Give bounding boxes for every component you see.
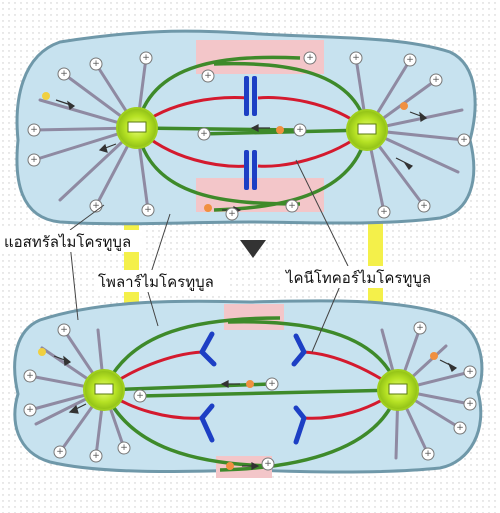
top-chromosome-2b bbox=[252, 150, 257, 190]
top-chromosome-1 bbox=[244, 76, 249, 116]
bottom-left-pole bbox=[83, 369, 125, 411]
plus-end-icon: + bbox=[92, 201, 100, 211]
label-polar-microtubule: โพลาร์ไมโครทูบูล bbox=[98, 273, 214, 291]
chromatid-left-lower bbox=[199, 403, 215, 443]
label-bg-astral bbox=[2, 230, 142, 252]
top-chromosome-1b bbox=[252, 76, 257, 116]
bottom-motor-proteins bbox=[38, 348, 438, 470]
plus-end-icon: + bbox=[60, 69, 68, 79]
top-chromosome-2 bbox=[244, 150, 249, 190]
plus-end-icon: + bbox=[466, 399, 474, 409]
bottom-direction-arrows bbox=[53, 355, 458, 470]
chromatid-right-lower bbox=[293, 405, 307, 445]
plus-end-icon: + bbox=[288, 201, 296, 211]
down-arrow-icon bbox=[240, 240, 266, 258]
plus-end-icon: + bbox=[204, 71, 212, 81]
chromatid-right-upper bbox=[291, 333, 307, 367]
bottom-cell: + + + + + + + + + + + + + + bbox=[13, 299, 484, 478]
plus-end-icon: + bbox=[416, 323, 424, 333]
plus-end-icon: + bbox=[296, 125, 304, 135]
label-bg-kinetochore bbox=[284, 266, 470, 288]
plus-end-icon: + bbox=[380, 207, 388, 217]
plus-end-icon: + bbox=[30, 125, 38, 135]
leader-polar-bottom bbox=[147, 291, 159, 327]
plus-end-icon: + bbox=[136, 391, 144, 401]
plus-end-icon: + bbox=[466, 367, 474, 377]
plus-end-icon: + bbox=[26, 405, 34, 415]
bottom-right-pole bbox=[377, 369, 419, 411]
plus-end-icon: + bbox=[406, 55, 414, 65]
plus-end-icon: + bbox=[424, 449, 432, 459]
label-kinetochore-microtubule: ไคนีโทคอร์ไมโครทูบูล bbox=[285, 269, 431, 287]
top-polar-mts bbox=[135, 55, 369, 212]
label-bg-polar bbox=[96, 270, 230, 292]
plus-end-icon: + bbox=[56, 447, 64, 457]
plus-end-icon: + bbox=[228, 209, 236, 219]
leader-astral-top bbox=[69, 204, 105, 231]
plus-end-icon: + bbox=[92, 59, 100, 69]
plus-end-icon: + bbox=[306, 53, 314, 63]
motor-protein-icon bbox=[430, 352, 438, 360]
motor-protein-icon bbox=[276, 126, 284, 134]
motor-protein-icon bbox=[38, 348, 46, 356]
plus-end-icon: + bbox=[142, 53, 150, 63]
motor-protein-icon bbox=[42, 92, 50, 100]
plus-end-icon: + bbox=[26, 371, 34, 381]
motor-protein-icon bbox=[246, 380, 254, 388]
plus-end-icon: + bbox=[60, 325, 68, 335]
motor-protein-icon bbox=[400, 102, 408, 110]
label-astral-microtubule: แอสทรัลไมโครทูบูล bbox=[4, 233, 131, 251]
motor-protein-icon bbox=[226, 462, 234, 470]
leader-kinetochore-bottom bbox=[311, 285, 341, 353]
plus-end-icon: + bbox=[144, 205, 152, 215]
plus-end-icon: + bbox=[268, 379, 276, 389]
top-chromosomes bbox=[244, 76, 257, 190]
top-cell: + + + + + + + + + + + + + + + + + + + bbox=[15, 29, 477, 226]
plus-end-icon: + bbox=[352, 53, 360, 63]
top-motor-proteins bbox=[42, 92, 408, 212]
plus-end-icon: + bbox=[264, 459, 272, 469]
motor-protein-icon bbox=[204, 204, 212, 212]
bottom-plus-ends: + + + + + + + + + + + + + + bbox=[23, 321, 477, 471]
bottom-polar-mts bbox=[102, 316, 400, 472]
top-plus-ends: + + + + + + + + + + + + + + + + + + + bbox=[27, 51, 471, 221]
plus-end-icon: + bbox=[460, 135, 468, 145]
plus-end-icon: + bbox=[30, 155, 38, 165]
leader-astral-bottom bbox=[69, 243, 79, 321]
leader-kinetochore-top bbox=[295, 159, 349, 267]
plus-end-icon: + bbox=[200, 129, 208, 139]
plus-end-icon: + bbox=[92, 451, 100, 461]
plus-end-icon: + bbox=[420, 201, 428, 211]
bottom-chromatids bbox=[199, 331, 307, 445]
top-right-pole bbox=[346, 109, 388, 151]
chromatid-left-upper bbox=[199, 331, 217, 367]
plus-end-icon: + bbox=[120, 443, 128, 453]
leader-lines bbox=[69, 159, 349, 353]
top-left-pole bbox=[116, 107, 158, 149]
plus-end-icon: + bbox=[456, 423, 464, 433]
plus-end-icon: + bbox=[432, 75, 440, 85]
